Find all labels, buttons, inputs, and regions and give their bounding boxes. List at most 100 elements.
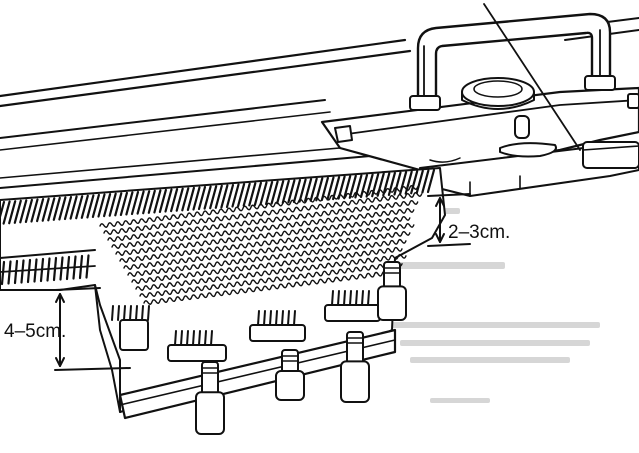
clip-tooth bbox=[275, 310, 278, 326]
needle-tick bbox=[348, 174, 357, 199]
needle-tick bbox=[270, 180, 279, 205]
stitch-row bbox=[99, 185, 419, 228]
needle-tick bbox=[158, 188, 167, 213]
clip-tooth bbox=[141, 305, 144, 321]
needle-tick bbox=[197, 185, 207, 211]
needle-tick bbox=[164, 188, 173, 213]
top-gap-label: 2–3cm. bbox=[448, 222, 510, 243]
needle-tick bbox=[410, 170, 419, 195]
needle-tick bbox=[20, 259, 25, 284]
needle-tick bbox=[365, 173, 374, 198]
needle-tick bbox=[2, 200, 11, 225]
needle-tick bbox=[276, 180, 285, 205]
comb-clip bbox=[167, 344, 227, 362]
needle-tick bbox=[75, 195, 84, 220]
stitch-row bbox=[127, 238, 407, 277]
needle-tick bbox=[30, 198, 39, 223]
needle-tick bbox=[320, 176, 329, 201]
needle-tick bbox=[103, 193, 112, 218]
needle-tick bbox=[91, 193, 100, 218]
needle-tick bbox=[125, 191, 134, 216]
yarn-strand bbox=[483, 3, 581, 151]
clip-tooth bbox=[355, 290, 358, 306]
clip-tooth bbox=[281, 310, 284, 326]
clip-tooth bbox=[210, 330, 213, 346]
comb-clip bbox=[119, 319, 149, 351]
needle-tick bbox=[0, 200, 6, 221]
stitch-row bbox=[143, 269, 399, 305]
needle-tick bbox=[114, 192, 123, 217]
stitch-row bbox=[135, 253, 407, 291]
needle-tick bbox=[97, 193, 106, 218]
needle-tick bbox=[354, 174, 363, 199]
needle-tick bbox=[304, 178, 313, 203]
needle-tick bbox=[237, 183, 246, 208]
needle-bed-fabric bbox=[0, 167, 446, 413]
clip-tooth bbox=[361, 290, 364, 306]
clip-tooth bbox=[180, 330, 183, 346]
hanging-weight bbox=[195, 361, 225, 435]
clip-tooth bbox=[263, 310, 266, 326]
needle-tick bbox=[287, 179, 296, 204]
stitch-row bbox=[139, 261, 403, 298]
needle-tick bbox=[175, 187, 184, 212]
needle-tick bbox=[36, 198, 45, 223]
clip-tooth bbox=[293, 310, 296, 326]
clip-tooth bbox=[349, 290, 352, 306]
clip-tooth bbox=[192, 330, 195, 346]
needle-tick bbox=[170, 188, 179, 213]
needle-tick bbox=[371, 173, 380, 198]
needle-tick bbox=[69, 195, 78, 220]
needle-tick bbox=[136, 190, 145, 215]
needle-tick bbox=[203, 185, 212, 210]
clip-tooth bbox=[331, 290, 334, 306]
needle-tick bbox=[376, 172, 385, 197]
needle-tick bbox=[86, 194, 95, 219]
stitch-row bbox=[115, 215, 411, 256]
needle-tick bbox=[292, 178, 302, 204]
left-gap-label: 4–5cm. bbox=[4, 321, 66, 342]
needle-tick bbox=[130, 190, 140, 216]
tension-dial bbox=[461, 77, 535, 110]
needle-tick bbox=[309, 177, 318, 202]
clip-tooth bbox=[257, 310, 260, 326]
stitch-row bbox=[103, 192, 423, 235]
needle-tick bbox=[214, 184, 223, 209]
clip-tooth bbox=[343, 290, 346, 306]
needle-tick bbox=[52, 196, 61, 221]
needle-tick bbox=[415, 169, 424, 194]
stitch-row bbox=[119, 222, 415, 263]
needle-tick bbox=[426, 168, 436, 194]
stitch-row bbox=[111, 208, 415, 249]
clip-tooth bbox=[337, 290, 340, 306]
needle-tick bbox=[19, 199, 28, 224]
needle-tick bbox=[7, 260, 12, 285]
needle-tick bbox=[147, 189, 156, 214]
needle-tick bbox=[231, 183, 240, 208]
dimension-marker-top bbox=[427, 193, 471, 247]
needle-tick bbox=[41, 197, 50, 222]
needle-tick bbox=[259, 181, 268, 206]
dimension-marker-left bbox=[54, 287, 131, 371]
hanging-weight bbox=[377, 261, 407, 321]
needle-tick bbox=[13, 199, 22, 224]
needle-tick bbox=[119, 191, 128, 216]
clip-tooth bbox=[123, 305, 126, 321]
stitch-row bbox=[123, 230, 411, 270]
needle-tick bbox=[47, 197, 56, 222]
clip-tooth bbox=[174, 330, 177, 346]
needle-tick bbox=[421, 169, 430, 194]
comb-clip bbox=[249, 324, 306, 342]
clip-tooth bbox=[135, 305, 138, 321]
clip-tooth bbox=[147, 305, 150, 321]
needle-tick bbox=[192, 186, 201, 211]
needle-tick bbox=[0, 260, 6, 286]
needle-tick bbox=[153, 189, 162, 214]
stitch-row bbox=[131, 246, 403, 284]
needle-tick bbox=[281, 179, 290, 204]
needle-tick bbox=[265, 181, 274, 206]
needle-tick bbox=[332, 176, 341, 201]
comb-clip bbox=[324, 304, 381, 322]
claw-weights bbox=[111, 261, 407, 435]
